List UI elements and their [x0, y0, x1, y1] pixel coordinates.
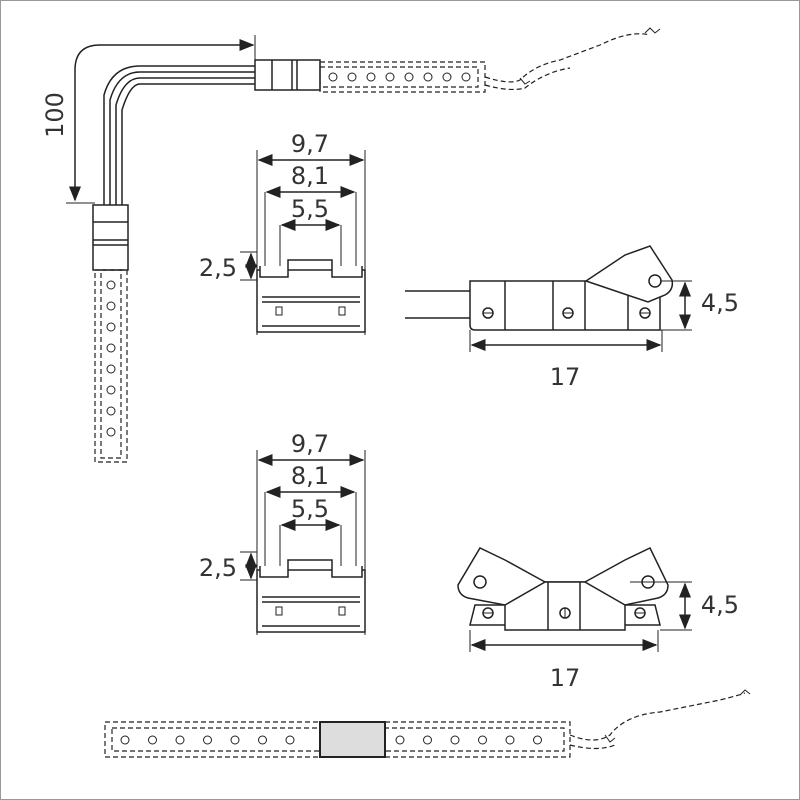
- pin: [275, 306, 283, 316]
- outer-width-label: 9,7: [291, 430, 329, 458]
- led-hole: [285, 735, 295, 745]
- led-strip-top: [254, 27, 661, 93]
- connector-side-view-2: 4,5 17: [457, 547, 739, 692]
- cable-length-dimension: 100: [41, 35, 256, 204]
- connector-lid: [259, 259, 363, 278]
- led-hole: [347, 72, 357, 82]
- led-hole: [395, 735, 405, 745]
- pin-spacing-label: 5,5: [291, 495, 329, 523]
- connector-top-view-2: 9,7 8,1 5,5 2,5: [199, 430, 366, 635]
- height-label-2: 4,5: [701, 591, 739, 619]
- led-hole: [106, 280, 116, 290]
- led-hole: [533, 735, 542, 745]
- connector-body: [256, 269, 366, 333]
- connector-side-view-1: 4,5 17: [405, 245, 739, 391]
- led-hole: [478, 735, 487, 745]
- led-strip-left: [92, 204, 129, 463]
- led-hole: [106, 364, 116, 374]
- led-hole: [423, 735, 432, 745]
- led-hole: [385, 72, 395, 82]
- led-hole: [203, 735, 212, 745]
- led-hole: [404, 72, 414, 82]
- led-strip-bottom: [104, 689, 751, 758]
- pin: [338, 306, 346, 316]
- pin-spacing-label: 5,5: [291, 195, 329, 223]
- led-hole: [148, 735, 157, 745]
- led-hole: [328, 72, 338, 82]
- led-hole: [505, 735, 515, 745]
- inner-width-label: 8,1: [291, 162, 329, 190]
- led-hole: [461, 72, 471, 82]
- length-label-2: 17: [550, 664, 581, 692]
- led-hole: [442, 72, 452, 82]
- connector-block: [319, 721, 386, 758]
- height-label: 2,5: [199, 554, 237, 582]
- outer-width-label: 9,7: [291, 130, 329, 158]
- led-hole: [106, 301, 116, 311]
- led-hole: [175, 735, 185, 745]
- led-hole: [106, 406, 116, 416]
- led-hole: [450, 735, 460, 745]
- pin: [338, 606, 346, 616]
- led-hole: [120, 735, 130, 745]
- connector-body: [256, 569, 366, 633]
- inner-width-label: 8,1: [291, 462, 329, 490]
- led-hole: [106, 427, 116, 437]
- led-hole: [106, 343, 116, 353]
- led-hole: [258, 735, 267, 745]
- led-hole: [106, 385, 116, 395]
- cable-length-label: 100: [41, 92, 69, 138]
- connector-lid: [259, 559, 363, 578]
- pin: [275, 606, 283, 616]
- led-hole: [106, 322, 116, 332]
- length-label-1: 17: [550, 363, 581, 391]
- led-hole: [230, 735, 240, 745]
- connector-top-view-1: 9,7 8,1 5,5 2,5: [199, 130, 366, 335]
- cable: [103, 65, 255, 205]
- height-label: 2,5: [199, 254, 237, 282]
- height-label-1: 4,5: [701, 289, 739, 317]
- led-hole: [366, 72, 376, 82]
- led-hole: [423, 72, 433, 82]
